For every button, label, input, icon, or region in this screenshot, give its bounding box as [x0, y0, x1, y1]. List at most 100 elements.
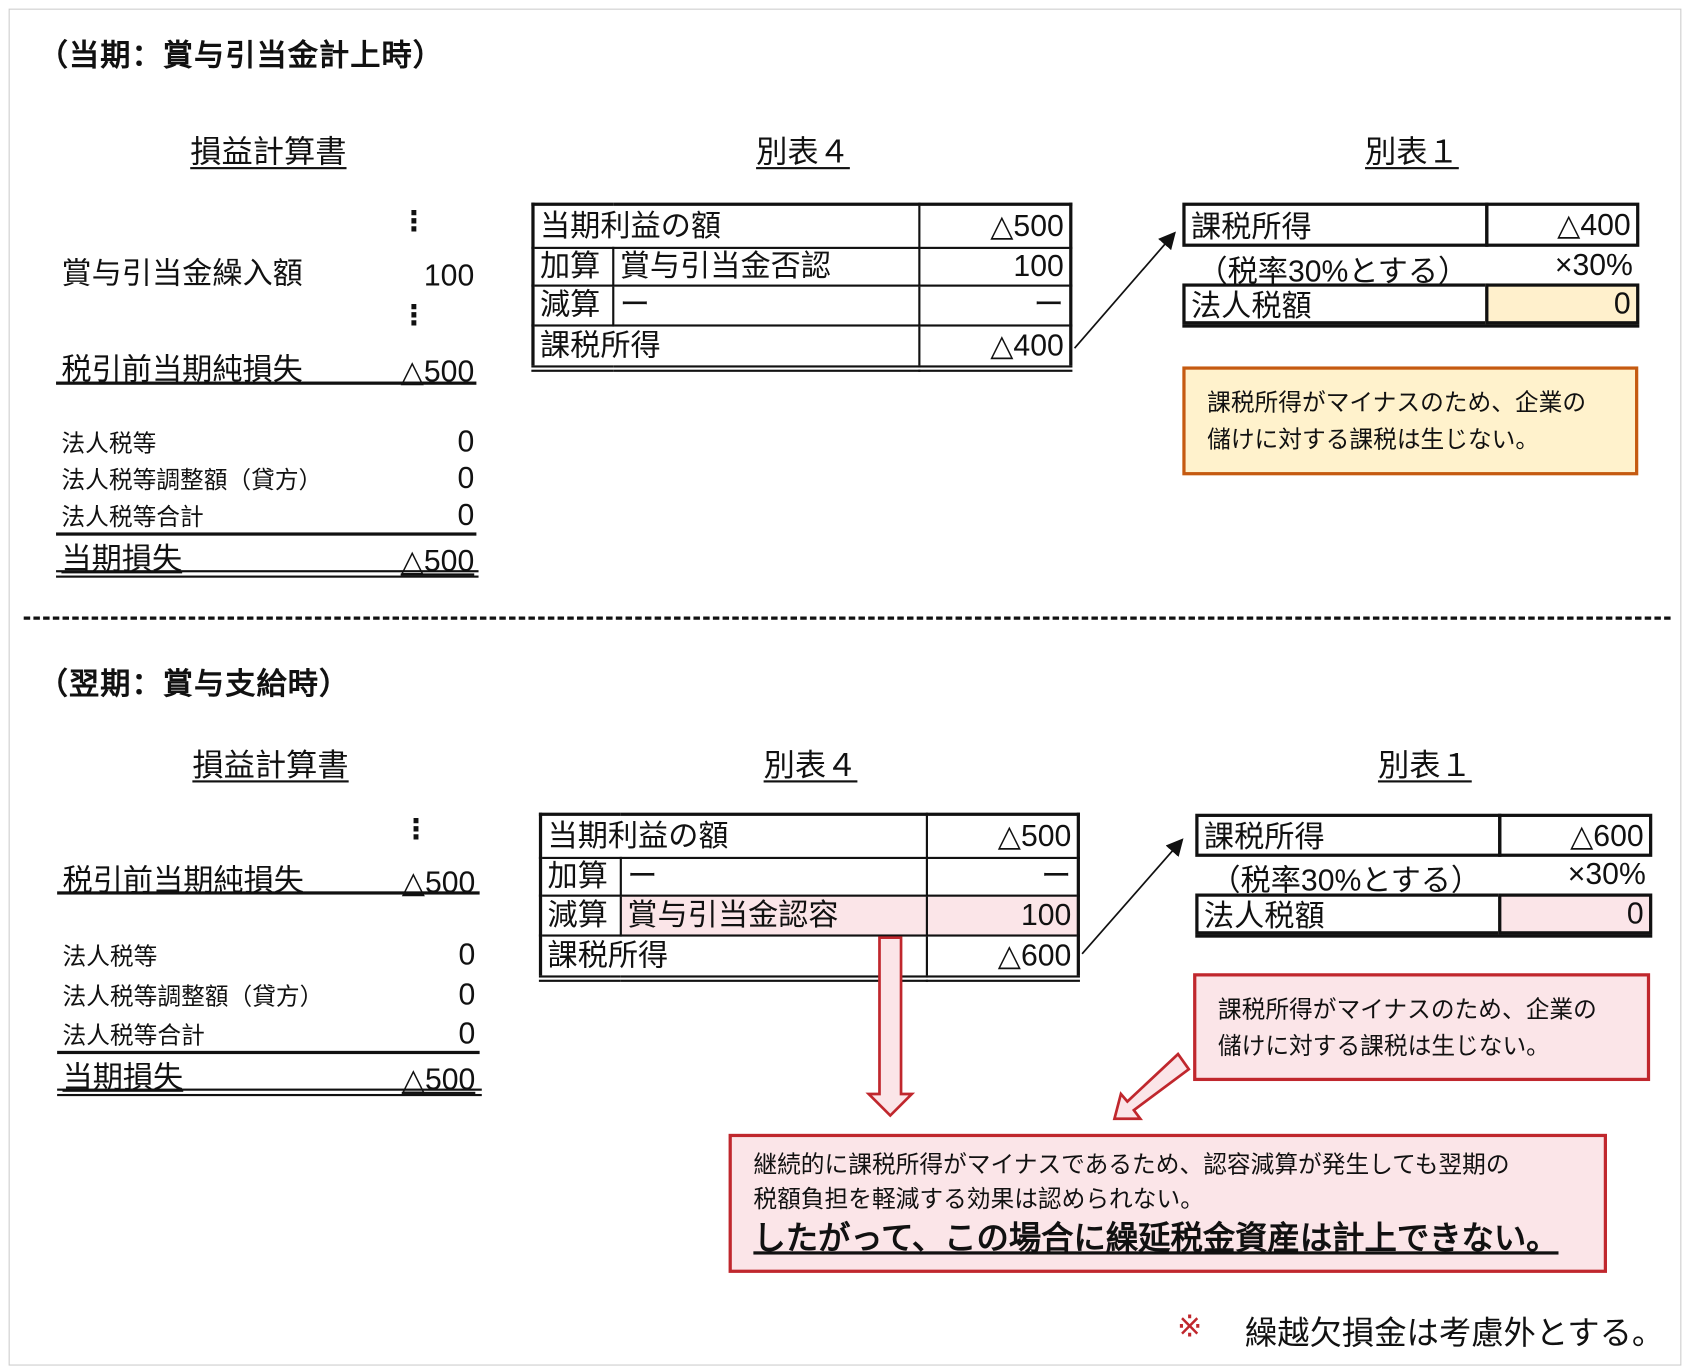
section-divider: [23, 616, 1671, 620]
rule: [57, 1088, 482, 1091]
rule: [57, 1050, 480, 1055]
frame: [8, 8, 1682, 1366]
conclusion-emphasis: したがって、この場合に繰延税金資産は計上できない。: [753, 1221, 1559, 1257]
rule: [57, 891, 480, 895]
rule: [1182, 324, 1640, 328]
cell-type: 減算: [539, 894, 622, 937]
cell-value: 100: [918, 246, 1072, 287]
table-row: 当期利益の額 △500: [531, 203, 1072, 249]
pl-row: 法人税等 0: [63, 938, 476, 972]
note-line: 儲けに対する課税は生じない。: [1217, 1032, 1550, 1060]
pl-value: 100: [423, 258, 475, 293]
note-line: 課税所得がマイナスのため、企業の: [1217, 995, 1597, 1023]
schedule1-heading-current: 別表１: [1365, 135, 1459, 171]
cell-value: △500: [925, 813, 1080, 859]
pl-value: 0: [458, 977, 476, 1011]
table-row: 課税所得 △600: [539, 933, 1080, 980]
schedule4-table-current: 当期利益の額 △500 加算 賞与引当金否認 100 減算 ー ー 課税所得 △…: [531, 202, 1073, 372]
pl-label: 税引前当期純損失: [61, 352, 303, 386]
pl-heading-current: 損益計算書: [190, 135, 347, 171]
cell-label: ー: [619, 856, 928, 897]
ellipsis: ⋮: [402, 812, 431, 845]
cell-label: 課税所得: [1182, 202, 1489, 247]
note-line: 課税所得がマイナスのため、企業の: [1207, 389, 1587, 417]
note-box-current: 課税所得がマイナスのため、企業の 儲けに対する課税は生じない。: [1182, 366, 1639, 476]
pl-row: 法人税等 0: [61, 425, 474, 459]
pl-label: 法人税等調整額（貸方）: [62, 982, 324, 1010]
rate-label: （税率30%とする）: [1210, 863, 1482, 897]
ellipsis: ⋮: [399, 204, 428, 238]
pl-row: 法人税等調整額（貸方） 0: [63, 978, 476, 1012]
pl-row: 賞与引当金繰入額 100: [61, 250, 474, 293]
conclusion-line: 税額負担を軽減する効果は認められない。: [753, 1185, 1204, 1213]
schedule4-table-next: 当期利益の額 △500 加算 ー ー 減算 賞与引当金認容 100 課税所得 △…: [538, 812, 1080, 982]
cell-type: 減算: [531, 284, 615, 327]
cell-label: 課税所得: [539, 933, 928, 980]
cell-value: △600: [1498, 813, 1653, 857]
cell-value: △500: [918, 203, 1072, 249]
down-block-arrow-icon: [865, 936, 916, 1118]
table-row: 加算 ー ー: [539, 856, 1080, 897]
pl-label: 法人税等合計: [61, 503, 204, 531]
rule: [57, 1093, 482, 1097]
pl-label: 法人税等合計: [62, 1021, 205, 1049]
pl-label: 当期損失: [62, 1060, 184, 1094]
cell-value: 100: [925, 894, 1080, 937]
arrow-icon: [1081, 838, 1184, 955]
footnote-text: 繰越欠損金は考慮外とする。: [1244, 1315, 1665, 1352]
conclusion-line: 継続的に課税所得がマイナスであるため、認容減算が発生しても翌期の: [753, 1151, 1510, 1179]
pl-row: 法人税等合計 0: [63, 1016, 476, 1050]
cell-value: △600: [925, 933, 1080, 980]
note-line: 儲けに対する課税は生じない。: [1207, 425, 1540, 453]
schedule4-heading-next: 別表４: [763, 749, 858, 784]
table-row: 課税所得 △400: [531, 323, 1072, 370]
cell-label: 当期利益の額: [531, 203, 921, 249]
pl-row: 法人税等調整額（貸方） 0: [61, 461, 474, 495]
cell-label: 賞与引当金否認: [612, 246, 921, 287]
section-title-next: （翌期：賞与支給時）: [37, 667, 351, 701]
rate-value: ×30%: [1567, 856, 1646, 891]
pl-label: 法人税等: [62, 943, 158, 971]
rate-value: ×30%: [1554, 247, 1633, 282]
table-row: 減算 ー ー: [531, 284, 1072, 327]
pl-label: 賞与引当金繰入額: [61, 256, 303, 290]
table-row: 加算 賞与引当金否認 100: [531, 246, 1072, 287]
pl-row: 法人税等合計 0: [61, 498, 474, 532]
footnote-mark: ※: [1176, 1309, 1203, 1343]
pl-label: 法人税等: [61, 430, 157, 457]
rule: [56, 532, 477, 536]
pl-row: 当期損失 △500: [61, 536, 474, 579]
rule: [56, 570, 479, 573]
cell-label: ー: [612, 284, 921, 327]
rule: [1195, 934, 1653, 938]
rule: [56, 381, 477, 385]
pl-label: 当期損失: [61, 542, 183, 576]
schedule4-heading-current: 別表４: [756, 135, 850, 171]
pl-value: 0: [458, 1016, 476, 1050]
cell-value: 0: [1485, 283, 1640, 325]
cell-label: 当期利益の額: [539, 813, 928, 859]
cell-value: △400: [1485, 202, 1640, 247]
cell-value: 0: [1498, 893, 1653, 935]
cell-label: 課税所得: [1195, 813, 1502, 857]
cell-value: △400: [918, 323, 1072, 370]
pl-value: 0: [457, 424, 475, 459]
pl-heading-next: 損益計算書: [192, 749, 349, 784]
pl-value: 0: [458, 937, 476, 972]
cell-value: ー: [925, 856, 1080, 897]
pl-label: 法人税等調整額（貸方）: [61, 466, 323, 494]
table-row: 減算 賞与引当金認容 100: [539, 894, 1080, 937]
arrow-icon: [1073, 231, 1176, 349]
cell-type: 加算: [539, 856, 622, 897]
pl-value: 0: [457, 497, 475, 532]
table-row: 当期利益の額 △500: [539, 813, 1080, 859]
diagonal-block-arrow-icon: [1112, 1052, 1191, 1121]
section-title-current: （当期：賞与引当金計上時）: [37, 38, 445, 73]
cell-label: 法人税額: [1195, 893, 1502, 935]
note-box-next: 課税所得がマイナスのため、企業の 儲けに対する課税は生じない。: [1193, 973, 1651, 1082]
pl-value: 0: [457, 461, 475, 495]
rate-label: （税率30%とする）: [1197, 254, 1469, 288]
pl-label: 税引前当期純損失: [62, 863, 304, 897]
